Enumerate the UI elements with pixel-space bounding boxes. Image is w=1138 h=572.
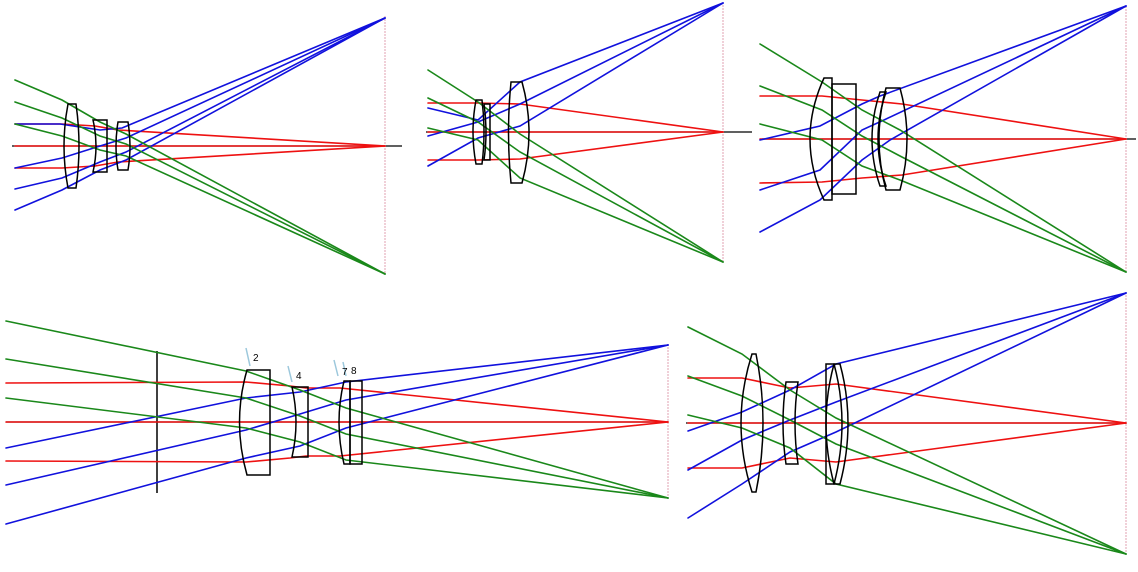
off-axis-ray bbox=[427, 2, 724, 137]
off-axis-ray bbox=[14, 17, 386, 190]
lens-element bbox=[291, 386, 309, 458]
off-axis-ray bbox=[687, 375, 1127, 555]
off-axis-ray bbox=[759, 5, 1127, 191]
lens-diagram-5 bbox=[686, 292, 1127, 555]
lens-element bbox=[825, 363, 849, 485]
lens-element bbox=[831, 83, 857, 195]
axial-ray bbox=[759, 138, 1127, 184]
surface-marker bbox=[245, 347, 251, 367]
off-axis-ray bbox=[427, 2, 724, 121]
off-axis-ray bbox=[427, 127, 724, 263]
lens-diagram-4: 2 4 7 8 bbox=[5, 320, 669, 525]
lens-element bbox=[507, 81, 530, 184]
lens-element bbox=[115, 121, 131, 171]
lens-element bbox=[483, 103, 491, 161]
off-axis-ray bbox=[5, 358, 669, 499]
off-axis-ray bbox=[759, 85, 1127, 273]
surface-label: 7 bbox=[342, 367, 348, 378]
lens-element bbox=[809, 77, 833, 201]
off-axis-ray bbox=[14, 17, 386, 211]
off-axis-ray bbox=[14, 17, 386, 169]
lens-element bbox=[740, 353, 764, 493]
axial-ray bbox=[14, 145, 386, 169]
off-axis-ray bbox=[427, 69, 724, 263]
surface-label: 2 bbox=[253, 353, 259, 364]
off-axis-ray bbox=[687, 292, 1127, 519]
off-axis-ray bbox=[5, 344, 669, 525]
axial-ray bbox=[427, 131, 724, 161]
lens-element bbox=[238, 369, 271, 476]
off-axis-ray bbox=[5, 397, 669, 499]
lens-element bbox=[825, 363, 843, 485]
axial-ray bbox=[687, 422, 1127, 469]
off-axis-ray bbox=[14, 101, 386, 275]
surface-marker bbox=[287, 365, 293, 383]
lens-diagram-2 bbox=[426, 2, 752, 263]
lens-element bbox=[92, 119, 108, 173]
lens-element bbox=[878, 87, 908, 191]
off-axis-ray bbox=[14, 123, 386, 275]
lens-element bbox=[63, 103, 80, 189]
axial-ray bbox=[687, 377, 1127, 424]
off-axis-ray bbox=[427, 2, 724, 167]
off-axis-ray bbox=[759, 43, 1127, 273]
off-axis-ray bbox=[5, 320, 669, 499]
off-axis-ray bbox=[14, 17, 386, 131]
axial-ray bbox=[427, 102, 724, 133]
off-axis-ray bbox=[687, 414, 1127, 555]
off-axis-ray bbox=[5, 344, 669, 449]
axial-ray bbox=[14, 123, 386, 147]
lens-diagram-3 bbox=[759, 5, 1136, 273]
axial-ray bbox=[759, 95, 1127, 140]
off-axis-ray bbox=[759, 123, 1127, 273]
off-axis-ray bbox=[687, 326, 1127, 555]
surface-label: 8 bbox=[351, 366, 357, 377]
lens-diagram-1 bbox=[12, 16, 402, 275]
off-axis-ray bbox=[687, 292, 1127, 471]
off-axis-ray bbox=[759, 5, 1127, 233]
lens-element bbox=[349, 380, 363, 465]
off-axis-ray bbox=[5, 344, 669, 486]
lens-element bbox=[338, 380, 351, 465]
lens-element bbox=[472, 99, 485, 165]
lens-element bbox=[782, 381, 799, 465]
off-axis-ray bbox=[759, 5, 1127, 141]
surface-marker bbox=[342, 361, 347, 377]
surface-marker bbox=[333, 359, 339, 377]
off-axis-ray bbox=[427, 97, 724, 263]
surface-label: 4 bbox=[296, 371, 302, 382]
off-axis-ray bbox=[14, 79, 386, 275]
